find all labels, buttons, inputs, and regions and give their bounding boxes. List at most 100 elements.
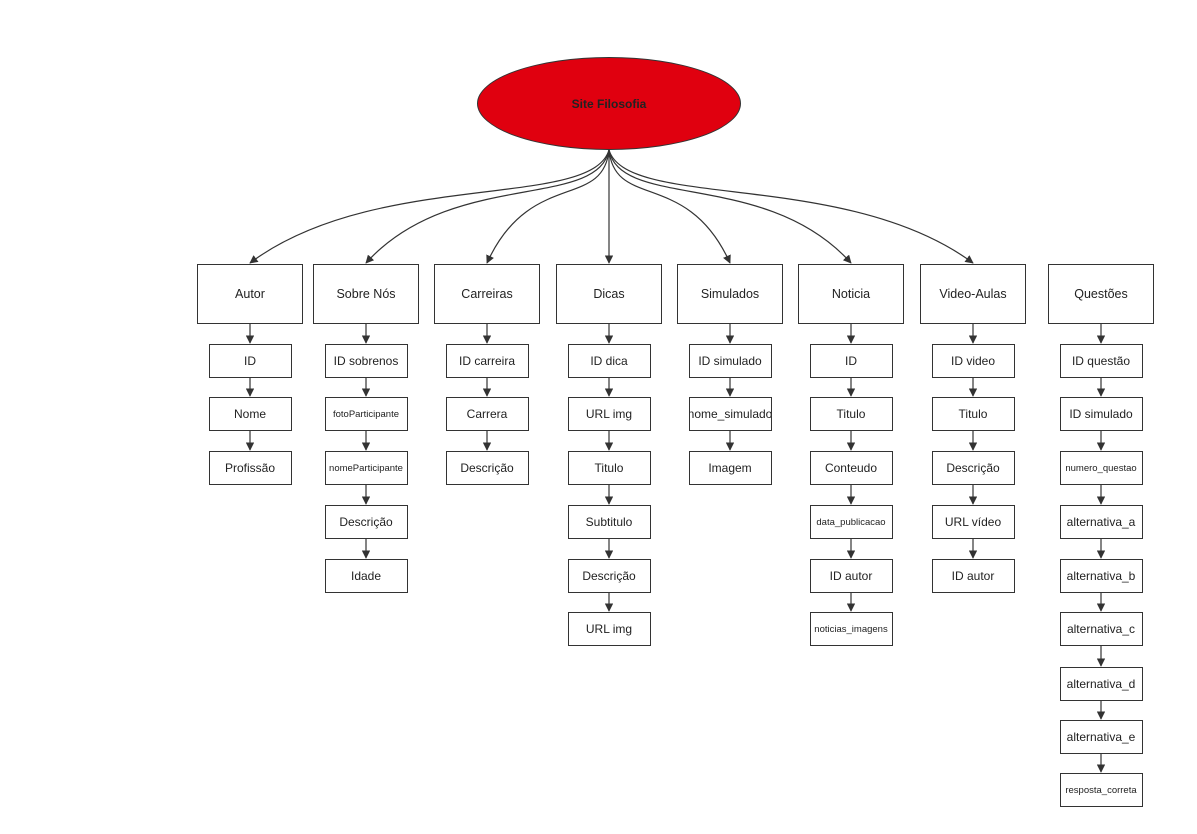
field-node-noticia-id[interactable]: ID [809, 344, 893, 378]
edge-root-to-carreiras [486, 149, 610, 264]
field-label: URL vídeo [944, 515, 1002, 529]
category-node-video-aulas[interactable]: Video-Aulas [920, 264, 1026, 324]
field-node-sobre-nos-descricao[interactable]: Descrição [324, 505, 408, 539]
field-node-questoes-alternativa-e[interactable]: alternativa_e [1059, 720, 1143, 754]
field-node-video-aulas-descricao[interactable]: Descrição [931, 451, 1015, 485]
field-node-questoes-alternativa-a[interactable]: alternativa_a [1059, 505, 1143, 539]
field-label: ID simulado [698, 354, 762, 368]
category-label: Carreiras [461, 287, 513, 301]
category-node-simulados[interactable]: Simulados [677, 264, 783, 324]
field-node-sobre-nos-fotoparticipante[interactable]: fotoParticipante [324, 397, 408, 431]
field-label: URL img [585, 622, 633, 636]
field-label: ID autor [951, 569, 995, 583]
field-label: alternativa_a [1066, 515, 1136, 529]
field-node-video-aulas-url-video[interactable]: URL vídeo [931, 505, 1015, 539]
field-node-video-aulas-id-autor[interactable]: ID autor [931, 559, 1015, 593]
field-label: Titulo [594, 461, 624, 475]
field-label: fotoParticipante [332, 408, 399, 420]
field-label: Descrição [946, 461, 1000, 475]
field-node-dicas-subtitulo[interactable]: Subtitulo [567, 505, 651, 539]
edge-root-to-noticia [608, 149, 852, 264]
category-label: Noticia [831, 287, 871, 301]
field-label: ID [845, 354, 857, 368]
field-node-questoes-numero-questao[interactable]: numero_questao [1059, 451, 1143, 485]
edge-root-to-simulados [608, 149, 731, 264]
category-node-questoes[interactable]: Questões [1048, 264, 1154, 324]
field-node-autor-profissao[interactable]: Profissão [208, 451, 292, 485]
field-node-dicas-titulo[interactable]: Titulo [567, 451, 651, 485]
field-node-carreiras-carrera[interactable]: Carrera [445, 397, 529, 431]
field-node-autor-id[interactable]: ID [208, 344, 292, 378]
field-label: nomeParticipante [329, 462, 403, 474]
field-label: alternativa_d [1066, 677, 1136, 691]
field-node-autor-nome[interactable]: Nome [208, 397, 292, 431]
field-label: Subtitulo [585, 515, 633, 529]
field-label: Nome [233, 407, 266, 421]
field-label: Titulo [836, 407, 866, 421]
field-label: alternativa_e [1066, 730, 1136, 744]
field-node-sobre-nos-nomeparticipante[interactable]: nomeParticipante [324, 451, 408, 485]
field-label: Conteudo [824, 461, 878, 475]
field-label: ID dica [590, 354, 628, 368]
field-node-questoes-id-simulado[interactable]: ID simulado [1059, 397, 1143, 431]
field-node-carreiras-id-carreira[interactable]: ID carreira [445, 344, 529, 378]
edge-root-to-video-aulas [608, 149, 974, 264]
field-node-dicas-url-img[interactable]: URL img [567, 397, 651, 431]
field-label: Descrição [339, 515, 393, 529]
field-label: Carrera [466, 407, 508, 421]
field-label: ID [244, 354, 256, 368]
field-node-sobre-nos-idade[interactable]: Idade [324, 559, 408, 593]
field-label: noticias_imagens [814, 623, 888, 635]
category-node-noticia[interactable]: Noticia [798, 264, 904, 324]
field-label: ID carreira [458, 354, 515, 368]
field-node-sobre-nos-id-sobrenos[interactable]: ID sobrenos [324, 344, 408, 378]
field-label: resposta_correta [1065, 784, 1137, 796]
category-label: Video-Aulas [939, 287, 1007, 301]
field-label: ID simulado [1069, 407, 1133, 421]
field-node-questoes-alternativa-c[interactable]: alternativa_c [1059, 612, 1143, 646]
field-label: Profissão [224, 461, 276, 475]
field-label: URL img [585, 407, 633, 421]
field-node-dicas-descricao[interactable]: Descrição [567, 559, 651, 593]
field-node-dicas-id-dica[interactable]: ID dica [567, 344, 651, 378]
field-label: nome_simulado [688, 407, 772, 421]
field-node-questoes-alternativa-b[interactable]: alternativa_b [1059, 559, 1143, 593]
field-node-noticia-data-publicacao[interactable]: data_publicacao [809, 505, 893, 539]
category-label: Questões [1074, 287, 1128, 301]
field-node-dicas-url-img[interactable]: URL img [567, 612, 651, 646]
field-node-questoes-id-questao[interactable]: ID questão [1059, 344, 1143, 378]
edge-root-to-sobre-nos [365, 149, 610, 264]
category-label: Dicas [593, 287, 625, 301]
field-label: ID questão [1071, 354, 1131, 368]
field-node-video-aulas-id-video[interactable]: ID video [931, 344, 1015, 378]
field-node-questoes-alternativa-d[interactable]: alternativa_d [1059, 667, 1143, 701]
category-node-carreiras[interactable]: Carreiras [434, 264, 540, 324]
field-node-video-aulas-titulo[interactable]: Titulo [931, 397, 1015, 431]
edge-root-to-autor [249, 149, 610, 264]
field-label: data_publicacao [816, 516, 886, 528]
field-label: alternativa_b [1066, 569, 1136, 583]
field-node-noticia-noticias-imagens[interactable]: noticias_imagens [809, 612, 893, 646]
field-label: alternativa_c [1066, 622, 1136, 636]
category-node-dicas[interactable]: Dicas [556, 264, 662, 324]
field-label: ID video [950, 354, 996, 368]
root-node[interactable]: Site Filosofia [477, 57, 741, 150]
category-label: Simulados [700, 287, 760, 301]
field-node-simulados-nome-simulado[interactable]: nome_simulado [688, 397, 772, 431]
root-label: Site Filosofia [571, 96, 647, 111]
category-node-sobre-nos[interactable]: Sobre Nós [313, 264, 419, 324]
field-node-noticia-conteudo[interactable]: Conteudo [809, 451, 893, 485]
category-node-autor[interactable]: Autor [197, 264, 303, 324]
field-node-noticia-id-autor[interactable]: ID autor [809, 559, 893, 593]
field-label: Descrição [582, 569, 636, 583]
field-label: Imagem [708, 461, 752, 475]
field-node-simulados-imagem[interactable]: Imagem [688, 451, 772, 485]
field-node-carreiras-descricao[interactable]: Descrição [445, 451, 529, 485]
field-node-simulados-id-simulado[interactable]: ID simulado [688, 344, 772, 378]
field-node-noticia-titulo[interactable]: Titulo [809, 397, 893, 431]
field-node-questoes-resposta-correta[interactable]: resposta_correta [1059, 773, 1143, 807]
field-label: Idade [350, 569, 382, 583]
field-label: Titulo [958, 407, 988, 421]
category-label: Autor [235, 287, 265, 301]
